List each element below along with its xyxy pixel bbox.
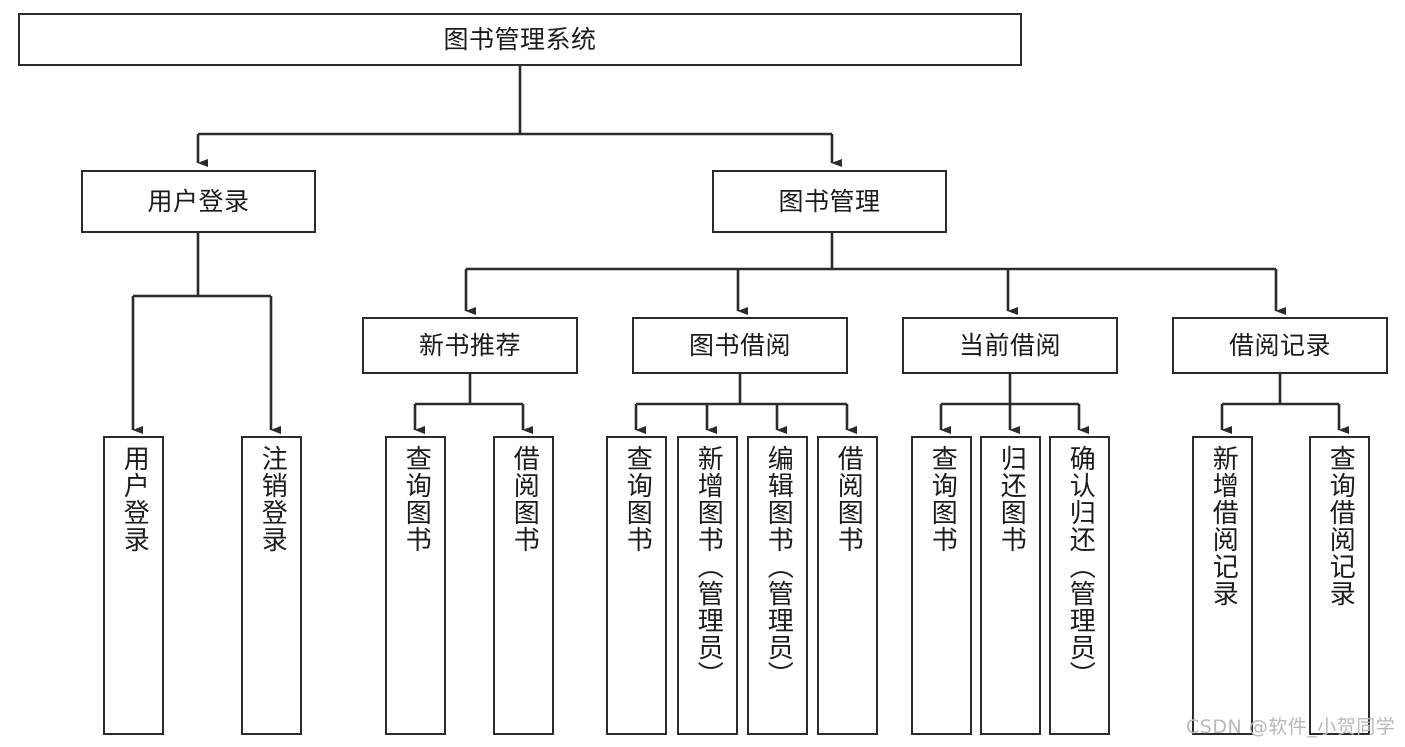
node-label: 图书借阅: [688, 330, 791, 360]
leaf-query-book-current[interactable]: 查询图书: [911, 436, 972, 735]
node-label: 借阅图书: [509, 445, 540, 553]
leaf-query-book-borrow[interactable]: 查询图书: [606, 436, 667, 735]
leaf-edit-book-admin[interactable]: 编辑图书（管理员）: [747, 436, 808, 735]
leaf-borrow-book[interactable]: 借阅图书: [817, 436, 878, 735]
node-label: 图书管理系统: [443, 24, 597, 54]
node-label: 用户登录: [119, 445, 150, 553]
node-label: 查询图书: [401, 445, 432, 553]
node-label: 查询图书: [927, 445, 958, 553]
node-label: 注销登录: [257, 445, 288, 553]
leaf-confirm-return-admin[interactable]: 确认归还（管理员）: [1049, 436, 1110, 735]
csdn-watermark: CSDN @软件_小贺同学: [1186, 716, 1396, 738]
leaf-return-book[interactable]: 归还图书: [980, 436, 1041, 735]
leaf-logout[interactable]: 注销登录: [241, 436, 302, 735]
node-book-management[interactable]: 图书管理: [712, 170, 947, 233]
node-label: 用户登录: [147, 186, 250, 216]
leaf-user-login[interactable]: 用户登录: [103, 436, 164, 735]
node-label: 确认归还（管理员）: [1065, 445, 1096, 688]
node-root-book-management-system[interactable]: 图书管理系统: [18, 13, 1022, 66]
node-label: 归还图书: [996, 445, 1027, 553]
node-label: 新增借阅记录: [1208, 445, 1239, 607]
leaf-borrow-book-new-recommend[interactable]: 借阅图书: [493, 436, 554, 735]
node-label: 查询借阅记录: [1325, 445, 1356, 607]
node-label: 新增图书（管理员）: [693, 445, 724, 688]
node-label: 图书管理: [778, 186, 881, 216]
node-user-login[interactable]: 用户登录: [81, 170, 316, 233]
node-current-borrow[interactable]: 当前借阅: [902, 317, 1118, 374]
leaf-add-book-admin[interactable]: 新增图书（管理员）: [677, 436, 738, 735]
node-label: 借阅图书: [833, 445, 864, 553]
node-borrow-record[interactable]: 借阅记录: [1172, 317, 1388, 374]
node-label: 借阅记录: [1228, 330, 1331, 360]
leaf-query-book-new-recommend[interactable]: 查询图书: [385, 436, 446, 735]
node-book-borrow[interactable]: 图书借阅: [632, 317, 848, 374]
node-label: 新书推荐: [418, 330, 521, 360]
node-new-book-recommend[interactable]: 新书推荐: [362, 317, 578, 374]
leaf-query-borrow-record[interactable]: 查询借阅记录: [1309, 436, 1370, 735]
node-label: 当前借阅: [958, 330, 1061, 360]
node-label: 查询图书: [622, 445, 653, 553]
leaf-add-borrow-record[interactable]: 新增借阅记录: [1192, 436, 1253, 735]
node-label: 编辑图书（管理员）: [763, 445, 794, 688]
